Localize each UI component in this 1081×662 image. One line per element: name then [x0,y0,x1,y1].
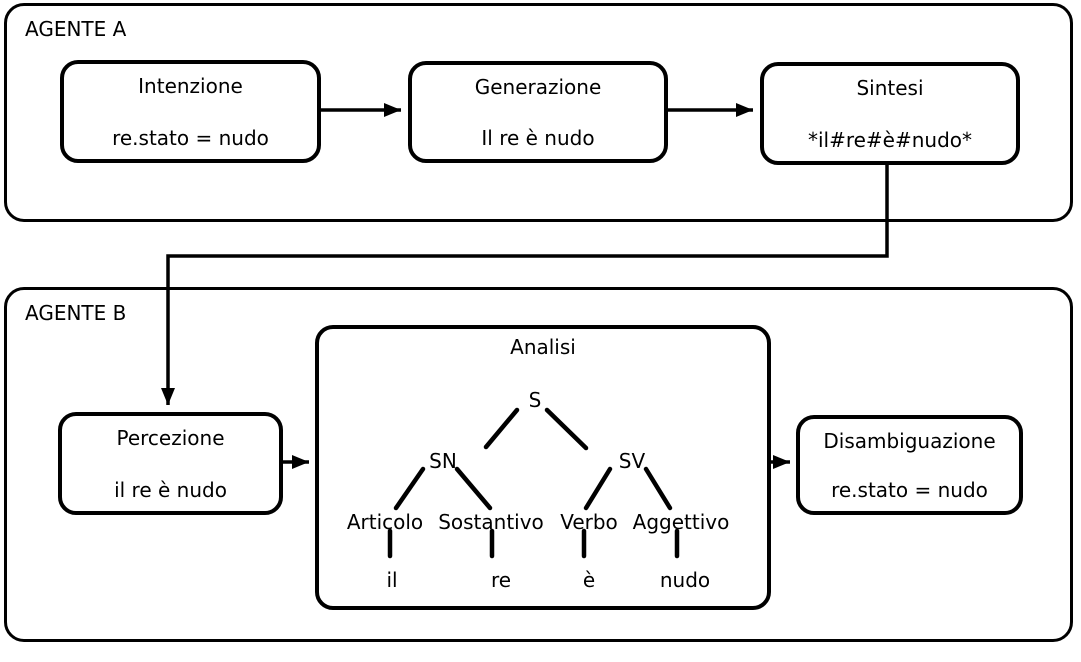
sintesi-content: *il#re#è#nudo* [807,128,973,152]
sintesi-title: Sintesi [856,76,924,100]
disambiguazione-content: re.stato = nudo [831,478,988,502]
generazione-box: Generazione Il re è nudo [408,61,668,163]
tree-node-verbo: Verbo [560,510,618,534]
tree-leaf-re: re [490,568,512,592]
tree-node-sv: SV [618,449,646,473]
tree-leaf-il: il [386,568,398,592]
tree-node-s: S [528,388,542,412]
agent-b-container: AGENTE B Percezione il re è nudo Analisi… [4,287,1073,642]
tree-node-sn: SN [429,449,457,473]
tree-leaf-nudo: nudo [659,568,711,592]
analisi-box: Analisi S SN SV Articolo Sostantivo Verb… [315,325,771,610]
percezione-title: Percezione [116,426,225,450]
analisi-title: Analisi [510,335,576,359]
intenzione-box: Intenzione re.stato = nudo [60,60,321,163]
tree-node-aggettivo: Aggettivo [632,510,730,534]
agent-a-container: AGENTE A Intenzione re.stato = nudo Gene… [4,3,1073,222]
intenzione-content: re.stato = nudo [112,126,269,150]
intenzione-title: Intenzione [138,74,243,98]
generazione-content: Il re è nudo [481,126,595,150]
percezione-box: Percezione il re è nudo [58,412,283,515]
percezione-content: il re è nudo [114,478,227,502]
disambiguazione-title: Disambiguazione [823,429,996,453]
tree-node-sostantivo: Sostantivo [438,510,544,534]
sintesi-box: Sintesi *il#re#è#nudo* [760,62,1020,165]
tree-leaf-e: è [582,568,596,592]
agent-a-label: AGENTE A [25,17,127,41]
tree-node-articolo: Articolo [346,510,424,534]
generazione-title: Generazione [474,75,602,99]
agent-b-label: AGENTE B [25,301,127,325]
disambiguazione-box: Disambiguazione re.stato = nudo [796,415,1023,515]
